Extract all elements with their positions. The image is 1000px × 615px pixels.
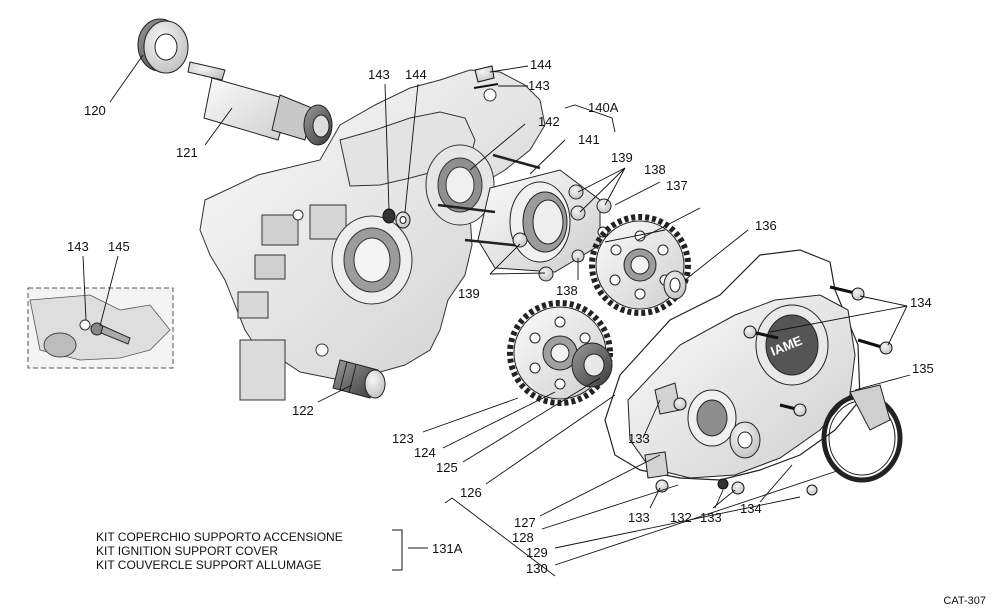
starter-part-121 — [187, 61, 333, 146]
gear-part-137 — [589, 214, 691, 316]
seal-part-130 — [821, 384, 903, 483]
callout-127: 127 — [514, 515, 536, 530]
callout-134-top: 134 — [910, 295, 932, 310]
callout-136: 136 — [755, 218, 777, 233]
inset-detail — [27, 287, 174, 369]
callout-138-upper: 138 — [644, 162, 666, 177]
support-part-141 — [437, 153, 612, 282]
callout-137: 137 — [666, 178, 688, 193]
kit-bracket — [392, 529, 403, 571]
callout-129: 129 — [526, 545, 548, 560]
callout-121: 121 — [176, 145, 198, 160]
callout-143-top: 143 — [528, 78, 550, 93]
callout-120: 120 — [84, 103, 106, 118]
bolt-parts-132-134 — [655, 285, 893, 496]
callout-144-crankcase: 144 — [405, 67, 427, 82]
callout-125: 125 — [436, 460, 458, 475]
callout-131a: 131A — [432, 541, 463, 556]
callout-135: 135 — [912, 361, 934, 376]
callout-139-lower: 139 — [458, 286, 480, 301]
bearing-part-120 — [137, 18, 189, 74]
catalog-code: CAT-307 — [943, 595, 986, 607]
callout-140a: 140A — [588, 100, 619, 115]
callout-128: 128 — [512, 530, 534, 545]
callout-123-lower: 123 — [392, 431, 414, 446]
kit-line-english: KIT IGNITION SUPPORT COVER — [96, 544, 279, 558]
callout-139-upper: 139 — [611, 150, 633, 165]
kit-line-italian: KIT COPERCHIO SUPPORTO ACCENSIONE — [96, 530, 343, 544]
callout-126: 126 — [460, 485, 482, 500]
callout-124: 124 — [414, 445, 436, 460]
crankcase-drawing — [199, 69, 546, 401]
callout-133-right: 133 — [700, 510, 722, 525]
screw-parts-143-144 — [382, 65, 499, 229]
callout-141: 141 — [578, 132, 600, 147]
callout-143-crankcase: 143 — [368, 67, 390, 82]
gear-part-123 — [507, 300, 613, 406]
leader-lines — [82, 54, 911, 577]
callout-122: 122 — [292, 403, 314, 418]
callout-133-upper: 133 — [628, 431, 650, 446]
callout-143-inset: 143 — [67, 239, 89, 254]
callout-130: 130 — [526, 561, 548, 576]
callout-144-top: 144 — [530, 57, 552, 72]
kit-line-french: KIT COUVERCLE SUPPORT ALLUMAGE — [96, 558, 322, 572]
callout-142: 142 — [538, 114, 560, 129]
callout-132: 132 — [670, 510, 692, 525]
callout-145: 145 — [108, 239, 130, 254]
callout-134-bottom: 134 — [740, 501, 762, 516]
callout-133-left: 133 — [628, 510, 650, 525]
callout-138-lower: 138 — [556, 283, 578, 298]
